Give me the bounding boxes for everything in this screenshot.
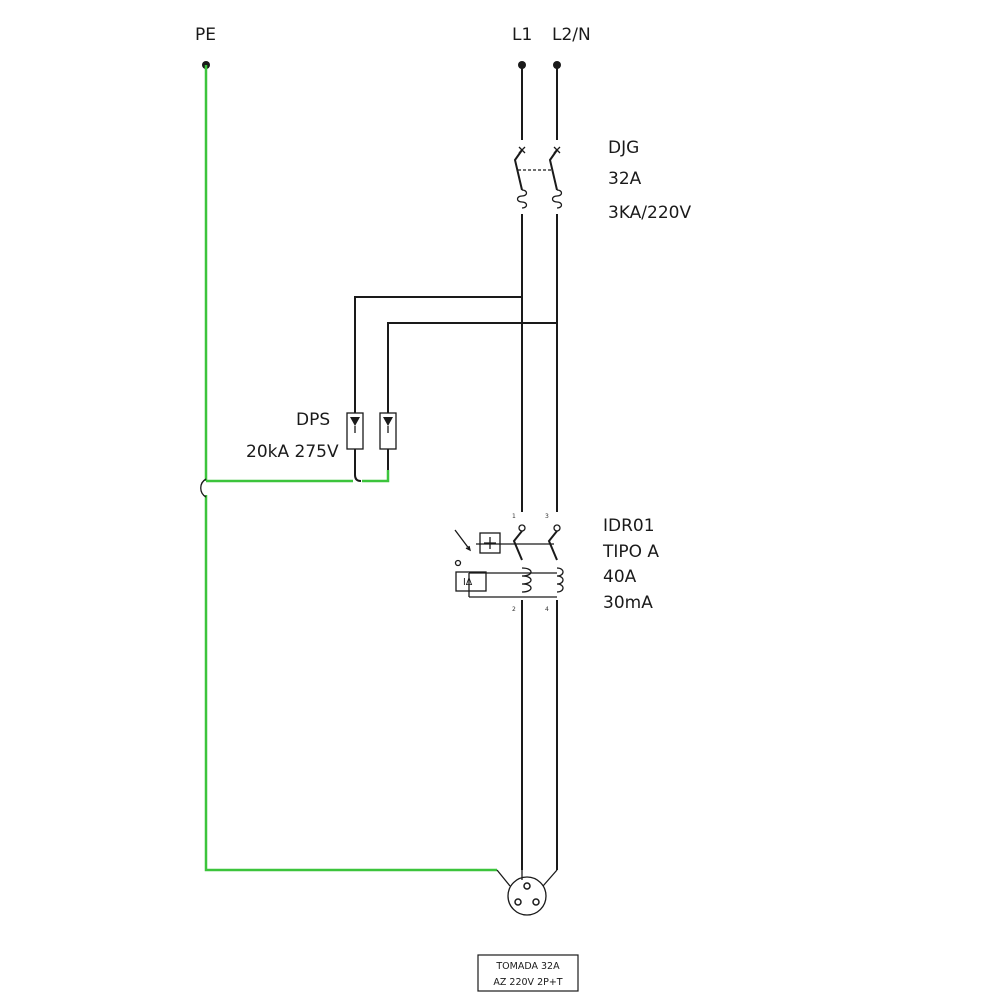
rcd-pin-3: 3 — [545, 513, 549, 520]
breaker-djg-symbol — [513, 146, 563, 209]
terminal-label-pe: PE — [195, 25, 216, 45]
socket-label-line1: TOMADA 32A — [495, 961, 560, 972]
socket-symbol — [496, 869, 558, 916]
rcd-name: IDR01 — [603, 516, 655, 536]
breaker-name: DJG — [608, 138, 639, 158]
rcd-pin-4: 4 — [545, 606, 549, 613]
dps-name: DPS — [296, 410, 330, 430]
socket-label-box: TOMADA 32A AZ 220V 2P+T — [477, 954, 579, 992]
dps-surge-protector-1 — [346, 412, 364, 482]
rcd-trip-symbol: IΔ — [463, 577, 473, 588]
socket-pin-left — [514, 898, 522, 906]
earth-conductor — [200, 65, 497, 872]
dps-surge-protector-2 — [379, 412, 397, 470]
rcd-pin-2: 2 — [512, 606, 516, 613]
rcd-type: TIPO A — [602, 542, 659, 562]
terminal-label-l2n: L2/N — [552, 25, 591, 45]
rcd-idr01-symbol — [454, 524, 564, 612]
rcd-pin-1: 1 — [512, 513, 516, 520]
rcd-current: 40A — [603, 567, 637, 587]
rcd-sensitivity: 30mA — [603, 593, 653, 613]
socket-pin-right — [532, 898, 540, 906]
dps-rating: 20kA 275V — [246, 442, 339, 462]
socket-pin-earth — [523, 882, 531, 890]
breaker-current: 32A — [608, 169, 642, 189]
breaker-rating: 3KA/220V — [608, 203, 691, 223]
dps-feeder-l1 — [354, 296, 522, 413]
socket-label-line2: AZ 220V 2P+T — [493, 977, 562, 988]
dps-feeder-l2n — [387, 322, 557, 413]
terminal-label-l1: L1 — [512, 25, 532, 45]
